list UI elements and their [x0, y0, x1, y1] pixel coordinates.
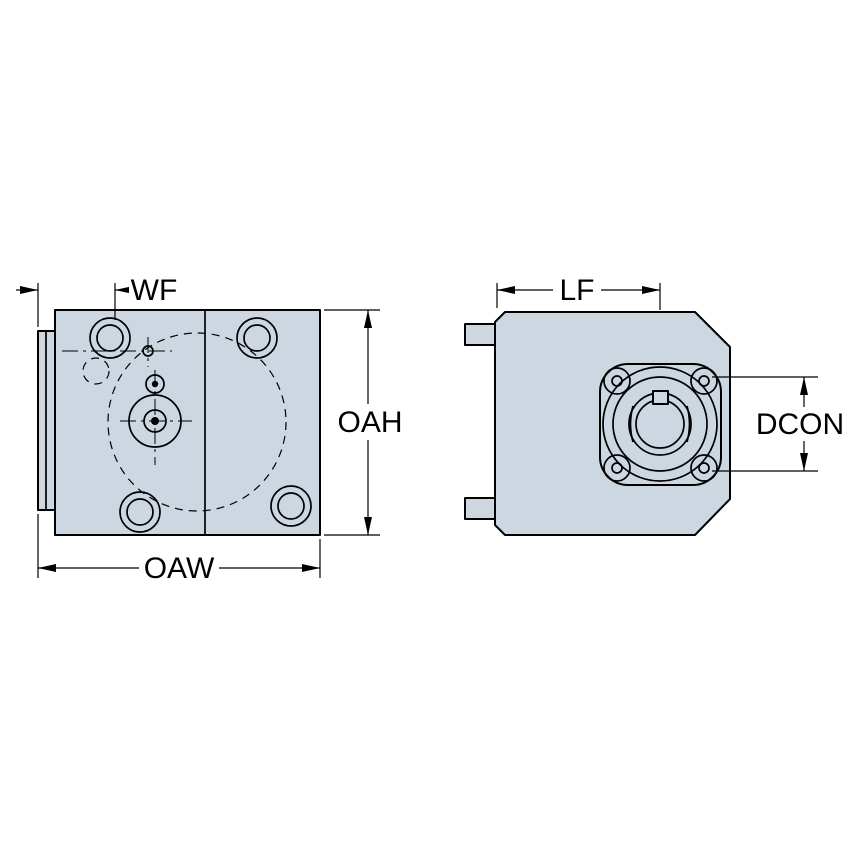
bolt-inner-circle — [126, 498, 154, 526]
coupling-outer-circle — [602, 366, 718, 482]
screw-outer-circle — [603, 367, 631, 395]
spindle-bore-front — [128, 394, 182, 448]
oaw-label-bg — [139, 551, 219, 585]
bolt-hole-bottom-left — [119, 491, 161, 533]
bolt-hole-top-right — [236, 317, 278, 359]
screw-inner-circle — [698, 462, 710, 474]
flange-screw-bottom-left — [603, 454, 631, 482]
bolt-outer-circle — [119, 491, 161, 533]
dimension-wf: WF — [16, 274, 179, 327]
side-view — [464, 311, 731, 536]
oaw-label: OAW — [144, 552, 215, 585]
coolant-port — [145, 374, 165, 394]
coupling-dcon-circle — [612, 376, 708, 472]
spindle-outer-circle — [128, 394, 182, 448]
pitch-circle-dashed — [107, 332, 287, 512]
bolt-outer-circle — [236, 317, 278, 359]
bolt-inner-circle — [277, 492, 305, 520]
port-circle — [145, 374, 165, 394]
oah-label: OAH — [337, 406, 402, 439]
dcon-label-bg — [752, 407, 849, 441]
screw-inner-circle — [611, 462, 623, 474]
lug-top — [464, 323, 496, 346]
coupling-bore — [602, 366, 718, 482]
dimension-dcon: DCON — [712, 376, 849, 472]
bolt-outer-circle — [89, 317, 131, 359]
screw-outer-circle — [690, 454, 718, 482]
flange-screw-top-right — [690, 367, 718, 395]
flange-screw-bottom-right — [690, 454, 718, 482]
dimension-oaw: OAW — [37, 514, 321, 585]
wf-label-bg — [129, 274, 179, 306]
hidden-pocket-dashed — [82, 357, 110, 385]
port-center-dot — [151, 380, 159, 388]
dcon-label: DCON — [756, 408, 844, 441]
bolt-inner-circle — [96, 324, 124, 352]
bolt-inner-circle — [243, 324, 271, 352]
screw-outer-circle — [603, 454, 631, 482]
polygon-flat-right — [686, 405, 691, 443]
bolt-hole-top-left — [89, 317, 131, 359]
bolt-outer-circle — [270, 485, 312, 527]
dimension-oah: OAH — [324, 309, 407, 536]
screw-outer-circle — [690, 367, 718, 395]
lf-label-bg — [553, 273, 601, 306]
polygon-flat-left — [629, 405, 634, 443]
wf-label: WF — [131, 274, 178, 307]
keyway-notch — [652, 390, 669, 405]
body-outline-front — [54, 309, 321, 536]
reference-point-circle — [142, 345, 154, 357]
oah-label-bg — [333, 404, 407, 440]
front-view — [37, 309, 321, 536]
dimension-lf: LF — [496, 273, 661, 310]
screw-inner-circle — [698, 375, 710, 387]
flange-plate — [599, 363, 722, 486]
spindle-inner-circle — [143, 409, 167, 433]
lf-label: LF — [559, 274, 594, 307]
spindle-center-dot — [151, 417, 159, 425]
lug-bottom — [464, 497, 496, 520]
bolt-hole-bottom-right — [270, 485, 312, 527]
